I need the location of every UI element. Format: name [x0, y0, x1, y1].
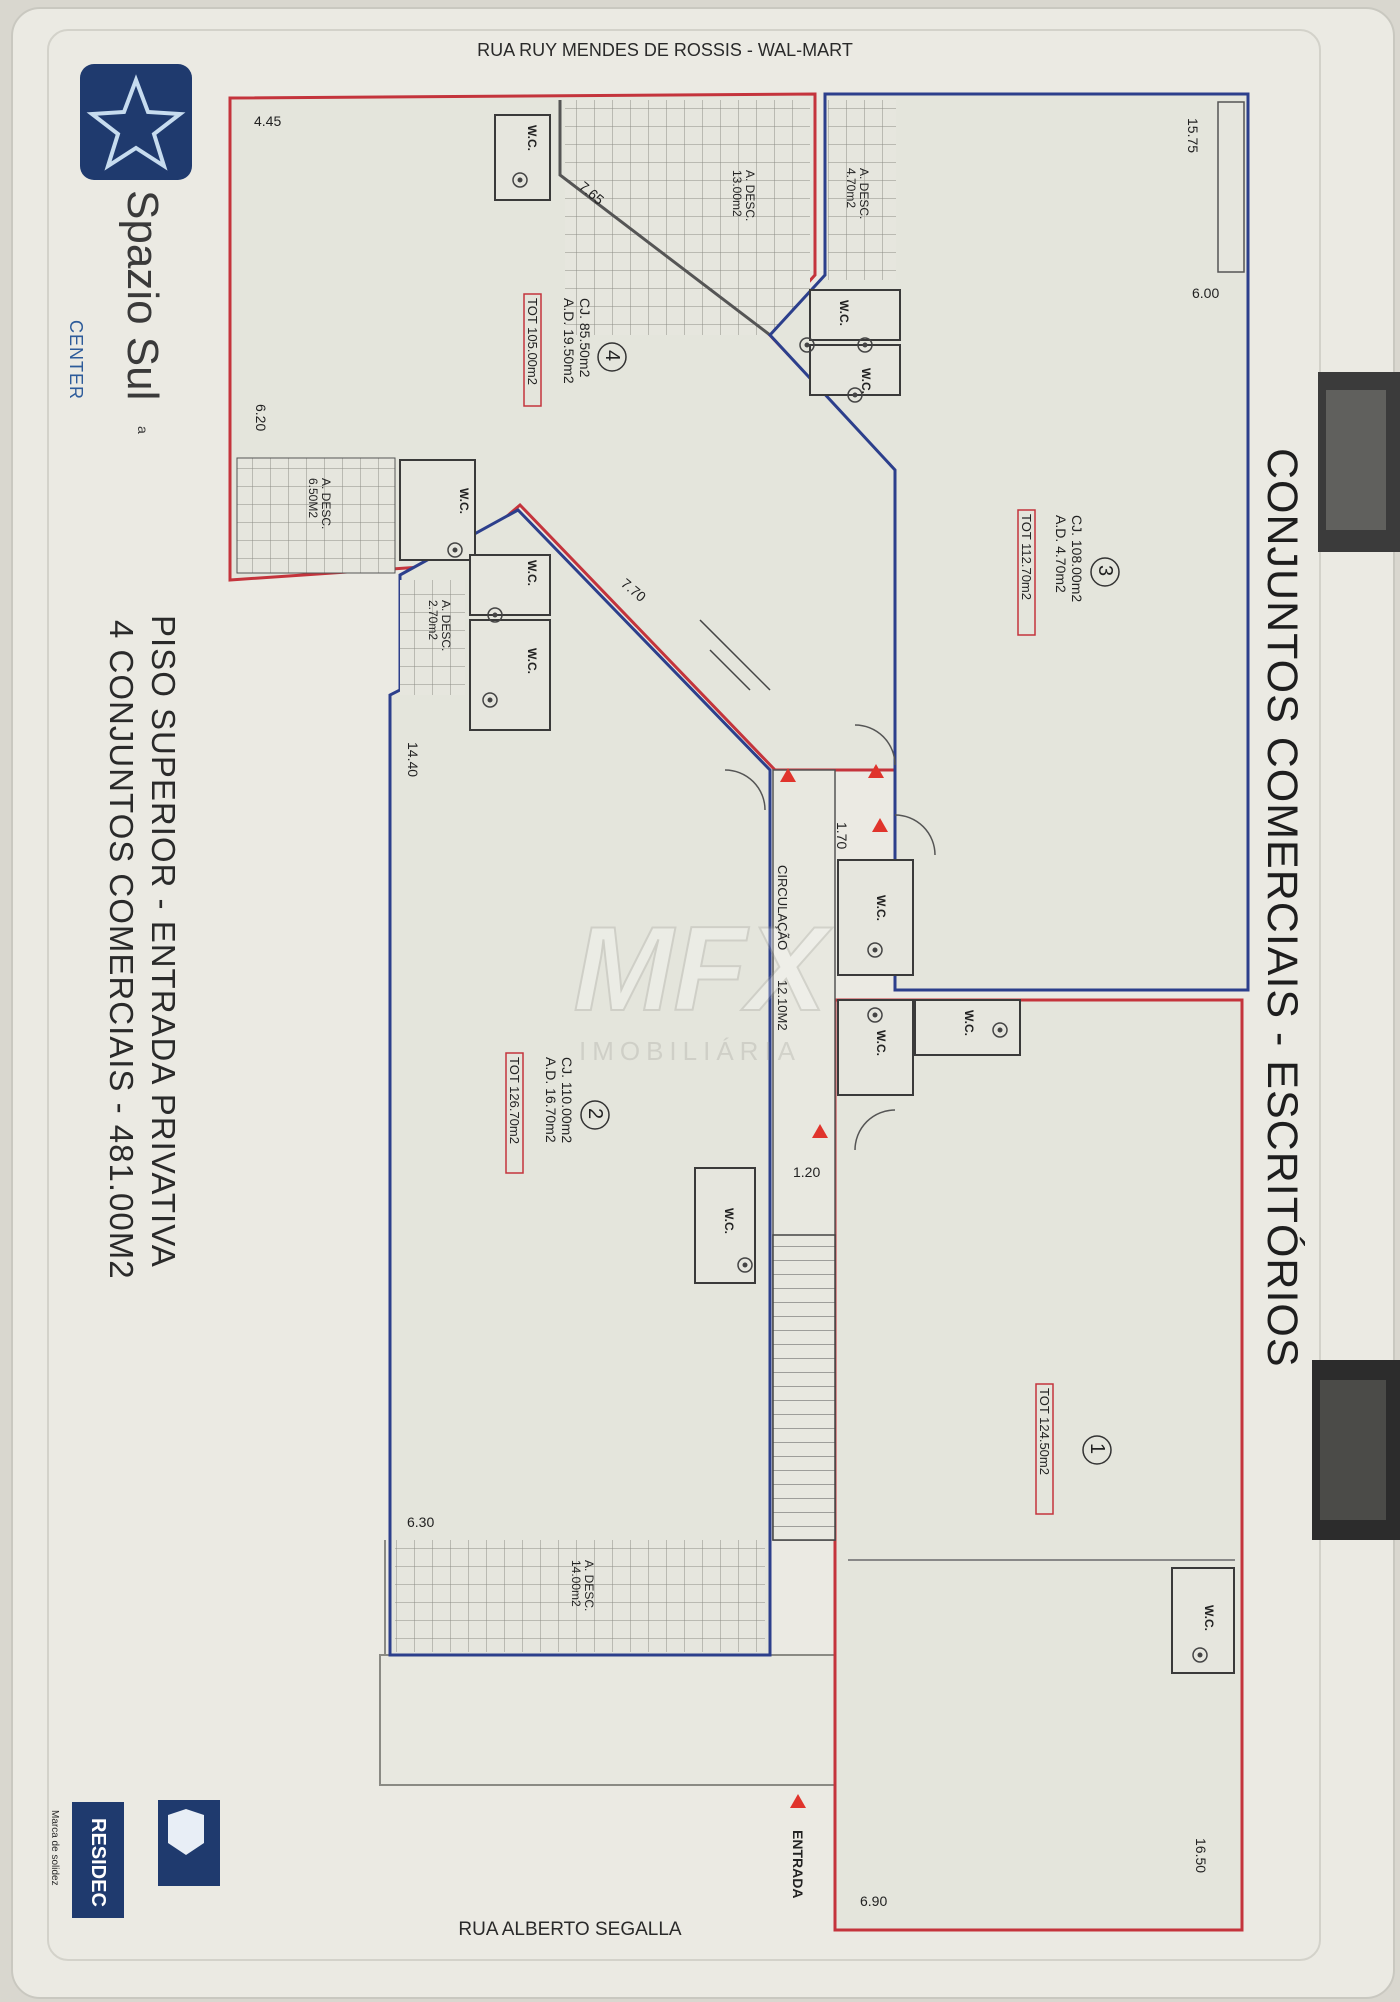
- arrow-icon: [780, 768, 796, 782]
- building-outline: [379, 1540, 836, 1786]
- desc-labels: A. DESC. 13.00m2 A. DESC. 4.70m2 A. DESC…: [306, 168, 871, 1611]
- developer-name: RESIDEC: [87, 1818, 109, 1907]
- street-top: RUA RUY MENDES DE ROSSIS - WAL-MART: [477, 40, 853, 60]
- arrow-icon: [868, 764, 884, 778]
- unit-2-label: 2 CJ. 110.00m2 A.D. 16.70m2 TOT 126.70m2: [505, 1052, 610, 1174]
- desc13-value: 13.00m2: [730, 170, 744, 217]
- unit-1: [833, 998, 1244, 1932]
- unit-3-label: 3 CJ. 108.00m2 A.D. 4.70m2 TOT 112.70m2: [1017, 509, 1120, 636]
- unit-1-label: 1 TOT 124.50m2: [1035, 1383, 1112, 1515]
- watermark: MFX IMOBILIÁRIA: [572, 901, 834, 1066]
- unit-4-ad: A.D. 19.50m2: [561, 298, 577, 384]
- arrow-icon: [812, 1124, 828, 1138]
- arrow-icon: [872, 818, 888, 832]
- dim-600: 6.00: [1192, 285, 1219, 301]
- unit-4-desc-area: [565, 100, 810, 335]
- brand-logo: Spazio Sul a CENTER: [66, 64, 192, 434]
- unit-1-number: 1: [1086, 1443, 1108, 1454]
- wc-label: W.C.: [722, 1208, 736, 1234]
- developer-logo: RESIDEC Marca de solidez: [49, 1800, 220, 1918]
- brand-sup: a: [135, 426, 151, 434]
- wc-label: W.C.: [525, 560, 539, 586]
- unit-4-cj: CJ. 85.50m2: [577, 298, 593, 378]
- unit-4-label: 4 CJ. 85.50m2 A.D. 19.50m2 TOT 105.00m2: [523, 293, 627, 407]
- wc-label: W.C.: [525, 648, 539, 674]
- watermark-mark: MFX: [573, 902, 833, 1036]
- footer-line2: 4 CONJUNTOS COMERCIAIS - 481.00M2: [103, 620, 140, 1280]
- unit-2-cj: CJ. 110.00m2: [559, 1057, 575, 1143]
- circulation-label: CIRCULAÇÃO: [775, 865, 790, 950]
- unit-2: [388, 508, 772, 1657]
- stairs: [772, 1234, 836, 1541]
- wc-label: W.C.: [874, 895, 888, 921]
- unit-2-desc-area: [395, 1540, 765, 1652]
- dim-1440: 14.40: [405, 742, 421, 777]
- unit-4-desc-small: [236, 457, 396, 574]
- unit-3-cj: CJ. 108.00m2: [1069, 515, 1085, 602]
- desc650-value: 6.50M2: [306, 478, 320, 518]
- wc-label: W.C.: [457, 488, 471, 514]
- unit-3-number: 3: [1094, 565, 1116, 576]
- dim-120: 1.20: [793, 1164, 820, 1180]
- desc650-title: A. DESC.: [319, 478, 333, 529]
- unit-2-ad: A.D. 16.70m2: [543, 1057, 559, 1143]
- unit-4-tot: TOT 105.00m2: [525, 298, 540, 385]
- unit-1-tot: TOT 124.50m2: [1037, 1388, 1052, 1475]
- wc-label: W.C.: [525, 125, 539, 151]
- developer-tagline: Marca de solidez: [49, 1810, 60, 1886]
- dimension-labels: 4.45 7.65 15.75 6.00 6.20 7.70 14.40 1.7…: [253, 113, 1219, 1909]
- dim-620: 6.20: [253, 404, 269, 431]
- desc270-value: 2.70m2: [426, 600, 440, 640]
- unit-3-ad: A.D. 4.70m2: [1053, 515, 1069, 593]
- wc-labels: W.C. W.C. W.C. W.C. W.C. W.C. W.C. W.C. …: [457, 125, 1216, 1631]
- door-swings: [724, 724, 936, 1151]
- dim-630: 6.30: [407, 1514, 434, 1530]
- unit-3-desc-area: [828, 100, 896, 280]
- unit-3-tot: TOT 112.70m2: [1019, 514, 1034, 600]
- dim-690: 6.90: [860, 1893, 887, 1909]
- entrance-arrows: [780, 764, 888, 1808]
- dim-445: 4.45: [254, 113, 281, 129]
- brand-sub: CENTER: [66, 320, 86, 400]
- paper-inner-border: [47, 29, 1321, 1961]
- wc-label: W.C.: [962, 1010, 976, 1036]
- dim-1650: 16.50: [1193, 1838, 1209, 1873]
- unit-2-tot: TOT 126.70m2: [507, 1057, 522, 1144]
- dim-170: 1.70: [834, 822, 850, 849]
- wc-label: W.C.: [1202, 1605, 1216, 1631]
- wc-label: W.C.: [859, 368, 873, 394]
- footer-line1: PISO SUPERIOR - ENTRADA PRIVATIVA: [145, 615, 182, 1268]
- desc14-value: 14.00m2: [569, 1560, 583, 1607]
- unit-2-number: 2: [584, 1108, 606, 1119]
- unit-2-desc-small: [400, 580, 465, 695]
- street-bottom: RUA ALBERTO SEGALLA: [458, 1919, 682, 1940]
- desc470-title: A. DESC.: [857, 168, 871, 219]
- entrance-label: ENTRADA: [790, 1830, 806, 1898]
- desc13-title: A. DESC.: [743, 170, 757, 221]
- brand-name: Spazio Sul: [118, 190, 167, 400]
- plan-heading: CONJUNTOS COMERCIAIS - ESCRITÓRIOS: [1258, 448, 1306, 1368]
- wc-label: W.C.: [837, 300, 851, 326]
- wc-label: W.C.: [874, 1030, 888, 1056]
- circulation-value: 12.10M2: [775, 980, 790, 1031]
- watermark-sub: IMOBILIÁRIA: [579, 1036, 801, 1066]
- unit-4-number: 4: [601, 350, 623, 361]
- desc470-value: 4.70m2: [844, 168, 858, 208]
- desc14-title: A. DESC.: [582, 1560, 596, 1611]
- star-logo-icon: [80, 64, 192, 180]
- desc270-title: A. DESC.: [439, 600, 453, 651]
- dim-1575: 15.75: [1185, 118, 1201, 153]
- arrow-icon: [790, 1794, 806, 1808]
